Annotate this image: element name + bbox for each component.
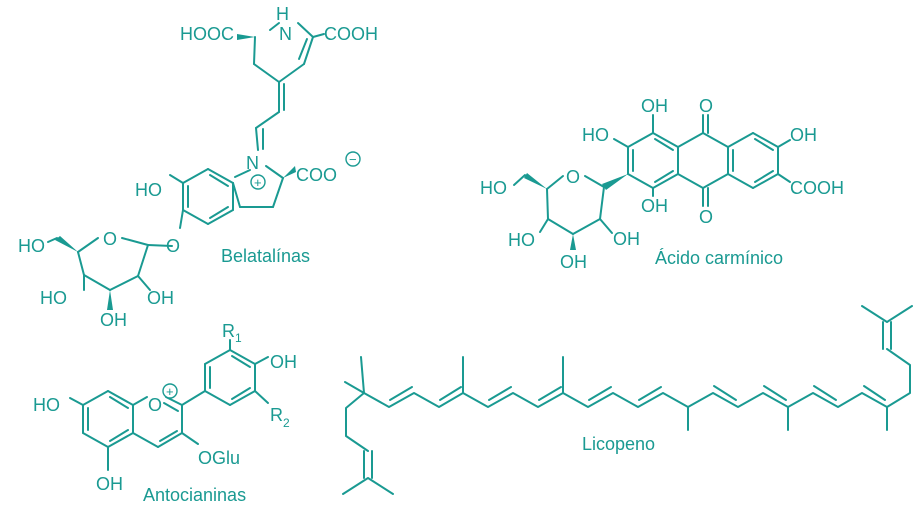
group-coo: COO bbox=[296, 165, 337, 185]
group-oglu: OGlu bbox=[198, 448, 240, 468]
wedge-bond bbox=[237, 34, 255, 40]
group-oh-bottom: OH bbox=[641, 196, 668, 216]
atom-o-carbonyl-bottom: O bbox=[699, 207, 713, 227]
subscript-1: 1 bbox=[235, 331, 242, 345]
wedge-bond bbox=[524, 173, 547, 189]
atom-o-ring: O bbox=[103, 229, 117, 249]
chain-left bbox=[345, 356, 369, 452]
group-r1: R bbox=[222, 321, 235, 341]
atom-o-glycosidic: O bbox=[166, 236, 180, 256]
label-antocianinas: Antocianinas bbox=[143, 485, 246, 505]
wedge-bond bbox=[570, 234, 576, 250]
wedge-bond bbox=[107, 290, 113, 310]
hash-bond bbox=[283, 166, 296, 178]
charge-plus: + bbox=[254, 175, 262, 190]
label-belatalinas: Belatalínas bbox=[221, 246, 310, 266]
terminal-isopropylidene-left bbox=[342, 477, 394, 495]
group-ho-c4: HO bbox=[508, 230, 535, 250]
group-oh: OH bbox=[270, 352, 297, 372]
group-ho-left: HO bbox=[582, 125, 609, 145]
wedge-bond bbox=[55, 236, 78, 252]
group-ho: HO bbox=[135, 180, 162, 200]
acido-carminico-structure: OH O HO OH COOH OH O O HO HO OH OH Ácido… bbox=[480, 96, 844, 272]
charge-minus: − bbox=[349, 152, 357, 167]
group-oh-c2: OH bbox=[147, 288, 174, 308]
negative-charge-icon bbox=[345, 151, 361, 167]
group-r2: R bbox=[270, 405, 283, 425]
chain-right bbox=[886, 348, 911, 408]
polyene-chain-3 bbox=[562, 392, 689, 431]
group-oh-c2: OH bbox=[613, 229, 640, 249]
group-cooh: COOH bbox=[790, 178, 844, 198]
polyene-chain-4 bbox=[687, 392, 789, 431]
group-ho-c4: HO bbox=[40, 288, 67, 308]
charge-plus: + bbox=[166, 384, 174, 399]
atom-h: H bbox=[276, 4, 289, 24]
positive-charge-icon bbox=[162, 383, 178, 399]
subscript-2: 2 bbox=[283, 416, 290, 430]
group-ho-ch2: HO bbox=[18, 236, 45, 256]
antocianinas-structure: R 1 OH O + R 2 HO OGlu OH Antocianinas bbox=[33, 321, 297, 505]
polyene-chain-5 bbox=[787, 392, 888, 431]
polyene-chain-1 bbox=[363, 356, 464, 408]
atom-n-iminium: N bbox=[246, 153, 259, 173]
group-ho: HO bbox=[33, 395, 60, 415]
terminal-isopropylidene-right bbox=[861, 305, 913, 323]
group-oh-c3: OH bbox=[560, 252, 587, 272]
belatalinas-structure: H N HOOC COOH N + COO − HO O O HO HO OH … bbox=[18, 4, 378, 330]
group-oh-bottom: OH bbox=[96, 474, 123, 494]
label-acido-carminico: Ácido carmínico bbox=[655, 248, 783, 268]
atom-o-carbonyl-top: O bbox=[699, 96, 713, 116]
group-oh-right: OH bbox=[790, 125, 817, 145]
label-licopeno: Licopeno bbox=[582, 434, 655, 454]
atom-o-pyrylium: O bbox=[148, 395, 162, 415]
group-hooc: HOOC bbox=[180, 24, 234, 44]
group-oh-c3: OH bbox=[100, 310, 127, 330]
positive-charge-icon bbox=[250, 174, 266, 190]
atom-nh: N bbox=[279, 24, 292, 44]
wedge-bond bbox=[602, 174, 628, 190]
group-oh-top: OH bbox=[641, 96, 668, 116]
polyene-chain-2 bbox=[462, 356, 564, 408]
group-ho-ch2: HO bbox=[480, 178, 507, 198]
atom-o-ring: O bbox=[566, 167, 580, 187]
group-cooh: COOH bbox=[324, 24, 378, 44]
licopeno-structure: Licopeno bbox=[342, 305, 913, 495]
